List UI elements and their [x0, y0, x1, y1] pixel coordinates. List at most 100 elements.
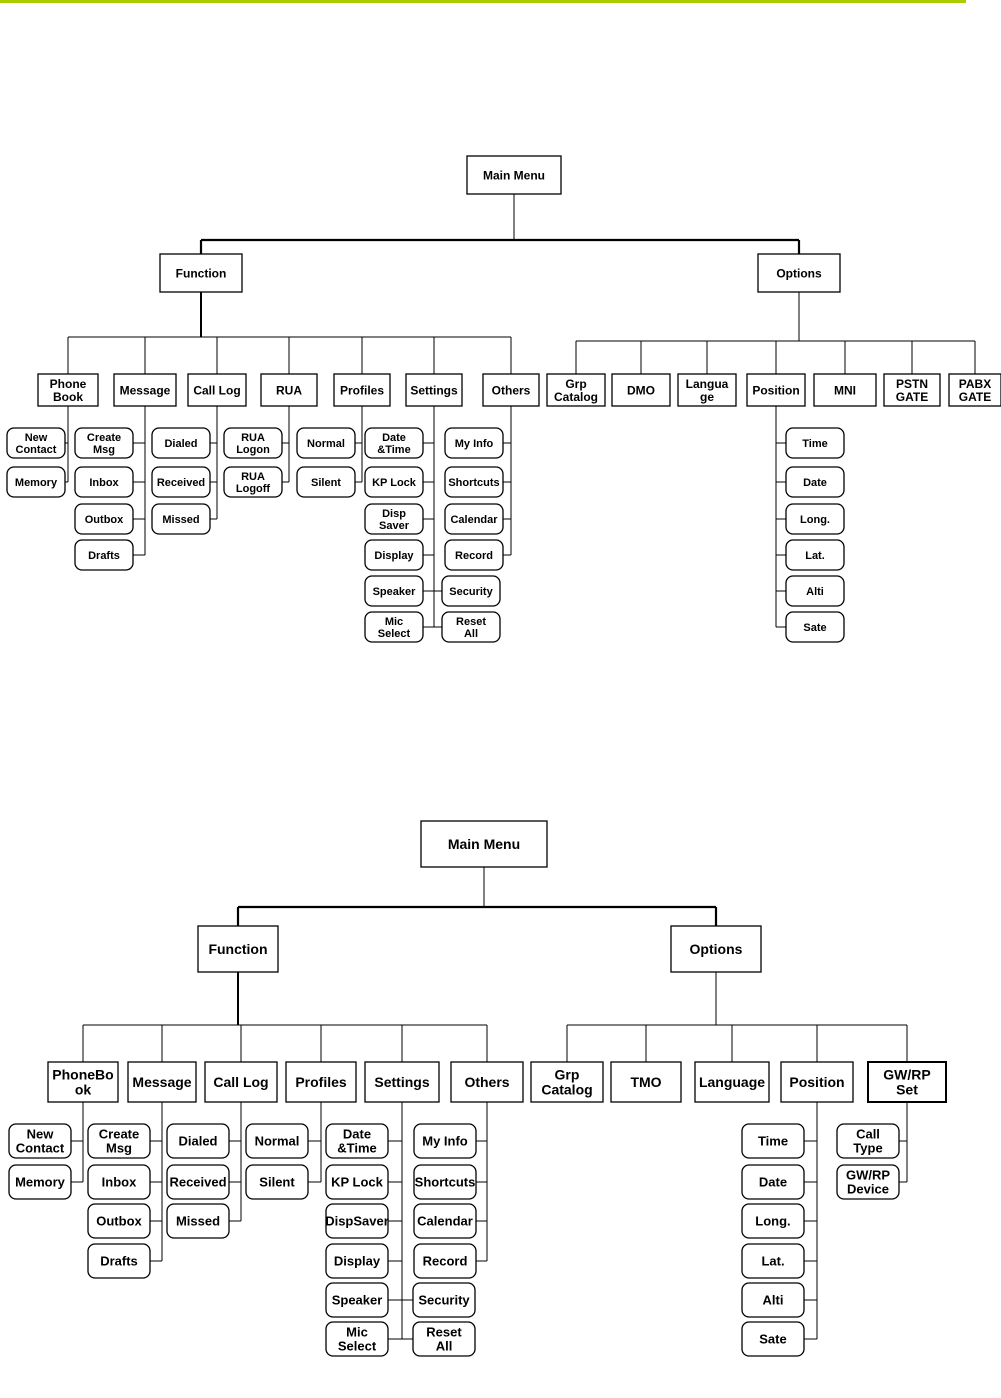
- node-box: [441, 611, 501, 643]
- node-box: [482, 373, 540, 407]
- node-record: Record: [413, 1243, 477, 1279]
- node-label: My Info: [455, 438, 494, 450]
- node-box: [610, 1061, 682, 1103]
- node-label: Position: [752, 383, 799, 397]
- node-box: [204, 1061, 278, 1103]
- node-box: [8, 1123, 72, 1159]
- connector-lines: [7, 194, 976, 1340]
- node-box: [741, 1164, 805, 1200]
- node-shortcuts: Shortcuts: [444, 466, 504, 498]
- node-my-info: My Info: [444, 427, 504, 459]
- node-label: Inbox: [89, 477, 119, 489]
- node-main-menu: Main Menu: [466, 155, 562, 195]
- node-label: Normal: [255, 1134, 300, 1149]
- node-inbox: Inbox: [74, 466, 134, 498]
- node-label: New: [27, 1127, 55, 1142]
- node-label: Record: [455, 550, 493, 562]
- node-label: Profiles: [340, 383, 384, 397]
- node-label: Msg: [93, 444, 115, 456]
- node-dmo: DMO: [611, 373, 671, 407]
- node-outbox: Outbox: [74, 503, 134, 535]
- node-box: [412, 1321, 476, 1357]
- node-memory: Memory: [6, 466, 66, 498]
- node-box: [746, 373, 806, 407]
- node-record: Record: [444, 539, 504, 571]
- node-box: [785, 575, 845, 607]
- node-label: Calendar: [450, 514, 498, 526]
- node-box: [159, 253, 243, 293]
- node-label: PhoneBo: [52, 1067, 113, 1083]
- node-label: Options: [690, 941, 743, 957]
- node-label: Language: [699, 1074, 765, 1090]
- node-label: Reset: [456, 616, 486, 628]
- node-message: Message: [113, 373, 177, 407]
- node-label: Drafts: [100, 1254, 138, 1269]
- node-box: [245, 1164, 309, 1200]
- node-long: Long.: [741, 1203, 805, 1239]
- node-label: Settings: [374, 1074, 429, 1090]
- node-normal: Normal: [245, 1123, 309, 1159]
- node-label: Alti: [763, 1293, 784, 1308]
- node-label: RUA: [241, 432, 265, 444]
- node-profiles: Profiles: [285, 1061, 357, 1103]
- node-label: PABX: [959, 377, 991, 391]
- node-dispsaver: DispSaver: [325, 1203, 389, 1239]
- node-disp-saver: DispSaver: [364, 503, 424, 535]
- node-label: Alti: [806, 586, 824, 598]
- node-calendar: Calendar: [444, 503, 504, 535]
- node-label: Inbox: [102, 1175, 137, 1190]
- node-box: [364, 466, 424, 498]
- node-label: Call Log: [193, 383, 240, 397]
- node-label: Date: [382, 432, 406, 444]
- node-box: [413, 1203, 477, 1239]
- node-box: [677, 373, 737, 407]
- node-label: Catalog: [541, 1082, 592, 1098]
- node-box: [325, 1123, 389, 1159]
- node-box: [325, 1321, 389, 1357]
- node-box: [530, 1061, 604, 1103]
- node-label: My Info: [422, 1134, 468, 1149]
- node-label: &Time: [377, 444, 410, 456]
- node-label: Function: [208, 941, 267, 957]
- node-label: Msg: [106, 1141, 132, 1156]
- node-box: [444, 427, 504, 459]
- node-received: Received: [151, 466, 211, 498]
- node-inbox: Inbox: [87, 1164, 151, 1200]
- node-language: Language: [694, 1061, 770, 1103]
- node-box: [6, 466, 66, 498]
- node-label: Create: [87, 432, 121, 444]
- node-box: [867, 1061, 947, 1103]
- node-label: Saver: [379, 520, 410, 532]
- node-box: [364, 611, 424, 643]
- node-box: [364, 503, 424, 535]
- node-lat: Lat.: [785, 539, 845, 571]
- node-box: [412, 1282, 476, 1318]
- node-label: Select: [378, 628, 411, 640]
- node-label: Logoff: [236, 483, 271, 495]
- node-call-log: Call Log: [204, 1061, 278, 1103]
- node-box: [364, 539, 424, 571]
- node-box: [8, 1164, 72, 1200]
- node-date-time: Date&Time: [364, 427, 424, 459]
- node-outbox: Outbox: [87, 1203, 151, 1239]
- node-label: Display: [374, 550, 414, 562]
- node-label: Phone: [50, 377, 87, 391]
- node-label: ok: [75, 1082, 92, 1098]
- node-box: [444, 539, 504, 571]
- node-box: [413, 1164, 477, 1200]
- node-label: MNI: [834, 383, 856, 397]
- node-label: Book: [53, 390, 83, 404]
- node-label: Dialed: [164, 438, 197, 450]
- node-label: Date: [343, 1127, 371, 1142]
- node-label: Mic: [346, 1325, 368, 1340]
- node-box: [413, 1243, 477, 1279]
- node-box: [670, 925, 762, 973]
- node-label: Calendar: [417, 1214, 473, 1229]
